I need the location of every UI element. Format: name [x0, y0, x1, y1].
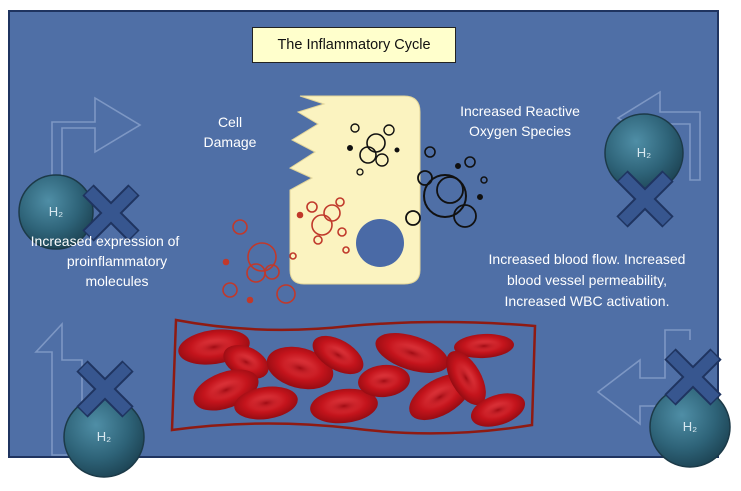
ros-bubbles	[347, 123, 488, 228]
blood-vessel	[170, 318, 537, 435]
x-mark-bottom-right	[664, 348, 722, 406]
x-mark-bottom-left	[76, 360, 134, 418]
h2-label-left: H₂	[48, 204, 64, 219]
cell-nucleus	[356, 219, 404, 267]
label-ros-line-1: Increased Reactive	[460, 103, 580, 119]
label-expression: Increased expression of proinflammatory …	[12, 231, 222, 295]
x-mark-top-right	[616, 170, 674, 228]
label-ros: Increased Reactive Oxygen Species	[440, 101, 600, 141]
label-blood-flow-line-1: Increased blood flow. Increased	[488, 251, 686, 267]
label-expression-line-3: molecules	[85, 273, 149, 289]
h2-label-top-right: H₂	[636, 145, 652, 160]
label-ros-line-2: Oxygen Species	[469, 123, 571, 139]
x-mark-left	[82, 184, 140, 242]
label-cell-damage-line-2: Damage	[203, 134, 257, 150]
label-expression-line-1: Increased expression of	[30, 233, 180, 249]
label-cell-damage-line-1: Cell	[217, 114, 243, 130]
label-expression-line-2: proinflammatory	[66, 253, 168, 269]
arrow-top-left	[51, 96, 142, 191]
red-blood-cells	[178, 329, 526, 427]
h2-label-bottom-right: H₂	[682, 419, 698, 434]
damage-bubbles	[222, 197, 350, 304]
diagram-title: The Inflammatory Cycle	[252, 27, 456, 63]
label-blood-flow-line-2: blood vessel permeability,	[506, 272, 668, 288]
label-blood-flow-line-3: Increased WBC activation.	[504, 293, 670, 309]
label-blood-flow: Increased blood flow. Increased blood ve…	[462, 249, 712, 312]
h2-label-bottom-left: H₂	[96, 429, 112, 444]
h2-molecule-left	[18, 174, 94, 250]
label-cell-damage: Cell Damage	[180, 112, 280, 152]
